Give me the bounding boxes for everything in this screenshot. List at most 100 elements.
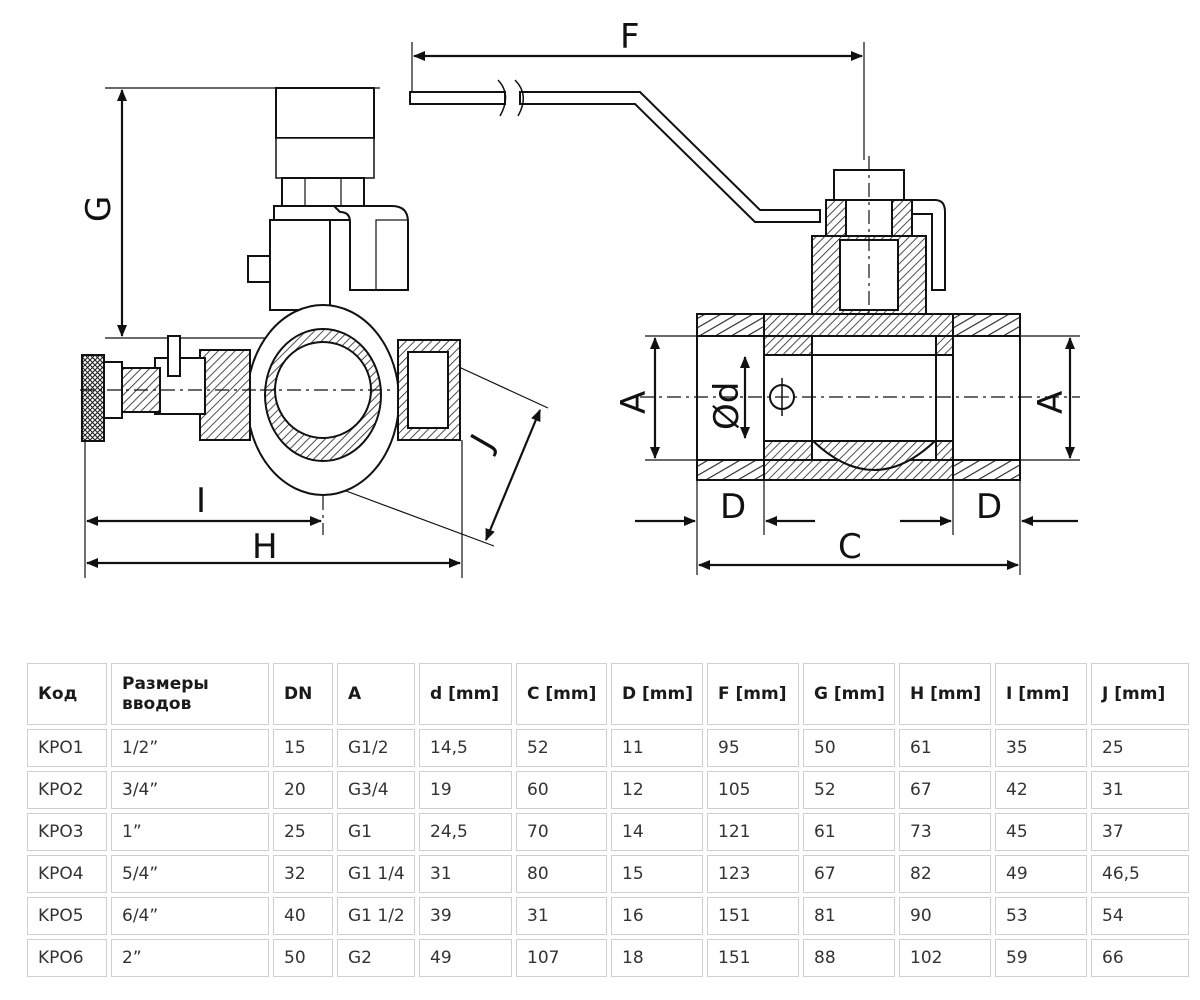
table-cell: 12 <box>611 771 703 809</box>
table-cell: 52 <box>803 771 895 809</box>
table-cell: 15 <box>611 855 703 893</box>
table-cell: 90 <box>899 897 991 935</box>
table-header-row: Код Размеры вводов DN A d [mm] C [mm] D … <box>27 663 1189 725</box>
header-c-mm: C [mm] <box>516 663 607 725</box>
table-cell: G1 <box>337 813 415 851</box>
table-row: KPO5 6/4” 40 G1 1/2 39 31 16 151 81 90 5… <box>27 897 1189 935</box>
header-a: A <box>337 663 415 725</box>
table-cell: 6/4” <box>111 897 269 935</box>
label-d: Ød <box>707 382 747 430</box>
dimension-lines <box>86 51 1078 570</box>
table-cell: 16 <box>611 897 703 935</box>
table-cell: KPO2 <box>27 771 107 809</box>
table-cell: 18 <box>611 939 703 977</box>
header-sizes: Размеры вводов <box>111 663 269 725</box>
header-h-mm: H [mm] <box>899 663 991 725</box>
table-cell: G2 <box>337 939 415 977</box>
table-cell: 54 <box>1091 897 1189 935</box>
table-cell: 59 <box>995 939 1087 977</box>
table-cell: 121 <box>707 813 799 851</box>
header-dd-mm: D [mm] <box>611 663 703 725</box>
label-C: C <box>838 527 862 567</box>
table-cell: 50 <box>803 729 895 767</box>
table-cell: 14,5 <box>419 729 512 767</box>
table-cell: 39 <box>419 897 512 935</box>
table-cell: 70 <box>516 813 607 851</box>
table-row: KPO3 1” 25 G1 24,5 70 14 121 61 73 45 37 <box>27 813 1189 851</box>
table-cell: KPO6 <box>27 939 107 977</box>
table-cell: 49 <box>419 939 512 977</box>
table-cell: 46,5 <box>1091 855 1189 893</box>
table-cell: 25 <box>1091 729 1189 767</box>
table-cell: 67 <box>803 855 895 893</box>
table-cell: 31 <box>1091 771 1189 809</box>
table-cell: 151 <box>707 897 799 935</box>
table-cell: 102 <box>899 939 991 977</box>
table-cell: 15 <box>273 729 333 767</box>
left-view <box>80 87 549 578</box>
label-H: H <box>252 527 278 567</box>
table-cell: 1/2” <box>111 729 269 767</box>
table-cell: KPO1 <box>27 729 107 767</box>
table-cell: 81 <box>803 897 895 935</box>
header-j-mm: J [mm] <box>1091 663 1189 725</box>
valve-technical-drawing: F G A A Ød J I H D D C <box>79 17 1080 578</box>
header-i-mm: I [mm] <box>995 663 1087 725</box>
table-cell: 82 <box>899 855 991 893</box>
label-F: F <box>620 17 640 57</box>
table-cell: 42 <box>995 771 1087 809</box>
table-cell: 88 <box>803 939 895 977</box>
table-cell: 61 <box>803 813 895 851</box>
table-cell: G3/4 <box>337 771 415 809</box>
header-d-mm: d [mm] <box>419 663 512 725</box>
table-cell: 45 <box>995 813 1087 851</box>
table-cell: 107 <box>516 939 607 977</box>
table-cell: G1 1/2 <box>337 897 415 935</box>
table-cell: 151 <box>707 939 799 977</box>
table-cell: 40 <box>273 897 333 935</box>
table-cell: 1” <box>111 813 269 851</box>
table-cell: 31 <box>419 855 512 893</box>
table-cell: 14 <box>611 813 703 851</box>
table-cell: KPO5 <box>27 897 107 935</box>
table-cell: 24,5 <box>419 813 512 851</box>
table-cell: 105 <box>707 771 799 809</box>
table-row: KPO4 5/4” 32 G1 1/4 31 80 15 123 67 82 4… <box>27 855 1189 893</box>
specification-table: Код Размеры вводов DN A d [mm] C [mm] D … <box>23 659 1193 981</box>
table-cell: 11 <box>611 729 703 767</box>
label-D-left: D <box>720 487 746 527</box>
table-cell: G1 1/4 <box>337 855 415 893</box>
table-cell: 37 <box>1091 813 1189 851</box>
table-cell: 80 <box>516 855 607 893</box>
table-cell: 53 <box>995 897 1087 935</box>
table-cell: 35 <box>995 729 1087 767</box>
table-cell: 52 <box>516 729 607 767</box>
table-cell: KPO4 <box>27 855 107 893</box>
table-cell: 95 <box>707 729 799 767</box>
table-cell: 67 <box>899 771 991 809</box>
table-cell: 19 <box>419 771 512 809</box>
table-cell: 61 <box>899 729 991 767</box>
right-view <box>409 42 1080 575</box>
table-row: KPO2 3/4” 20 G3/4 19 60 12 105 52 67 42 … <box>27 771 1189 809</box>
table-cell: 3/4” <box>111 771 269 809</box>
table-cell: 73 <box>899 813 991 851</box>
header-g-mm: G [mm] <box>803 663 895 725</box>
table-cell: 66 <box>1091 939 1189 977</box>
table-cell: 49 <box>995 855 1087 893</box>
label-I: I <box>196 481 206 521</box>
label-J: J <box>462 428 503 458</box>
table-cell: 31 <box>516 897 607 935</box>
table-cell: 2” <box>111 939 269 977</box>
table-cell: KPO3 <box>27 813 107 851</box>
table-row: KPO6 2” 50 G2 49 107 18 151 88 102 59 66 <box>27 939 1189 977</box>
table-cell: 123 <box>707 855 799 893</box>
header-kod: Код <box>27 663 107 725</box>
label-D-right: D <box>976 487 1002 527</box>
table-row: KPO1 1/2” 15 G1/2 14,5 52 11 95 50 61 35… <box>27 729 1189 767</box>
table-cell: 50 <box>273 939 333 977</box>
table-cell: 25 <box>273 813 333 851</box>
table-cell: 32 <box>273 855 333 893</box>
table-cell: G1/2 <box>337 729 415 767</box>
header-f-mm: F [mm] <box>707 663 799 725</box>
